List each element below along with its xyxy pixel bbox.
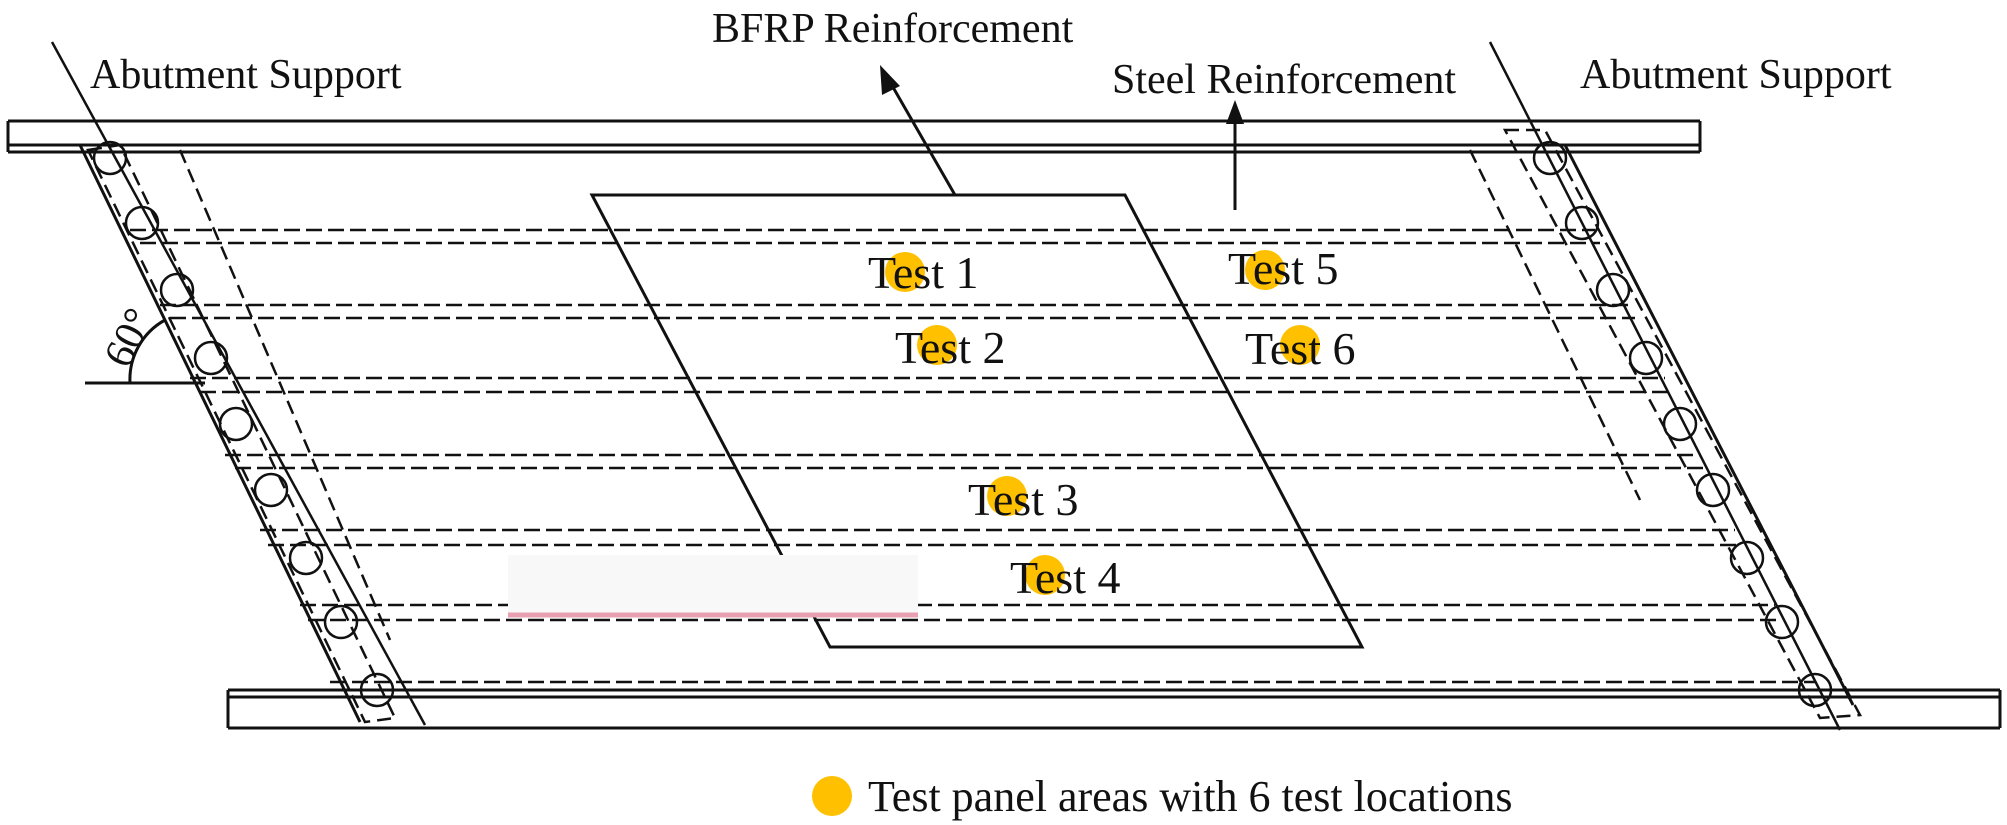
bolt-circle: [92, 140, 128, 176]
test-6-marker: [1280, 325, 1320, 365]
highlight-band: [508, 555, 918, 615]
angle-label: 60°: [96, 301, 163, 374]
deck-outline: [78, 143, 1855, 723]
legend-text: Test panel areas with 6 test locations: [868, 772, 1513, 821]
abutment-skew-lines: [50, 41, 1842, 731]
bolt-circle: [1729, 540, 1765, 576]
steel-label: Steel Reinforcement: [1112, 57, 1456, 103]
bolt-circle: [253, 472, 289, 508]
steel-arrow: [1226, 100, 1244, 210]
test-2-marker: [917, 325, 957, 365]
bolt-circle: [323, 604, 359, 640]
abutment-bands: [86, 128, 1863, 724]
bolt-circle: [288, 540, 324, 576]
test-4-label: Test 4: [1010, 552, 1121, 603]
bfrp-panel-region: [589, 193, 1365, 649]
bolt-circle: [218, 406, 254, 442]
reinforcement-bars: [130, 228, 1820, 699]
test-1-label: Test 1: [868, 247, 979, 298]
bolt-circle: [1764, 604, 1800, 640]
bolt-circle: [1628, 340, 1664, 376]
bolt-circle: [159, 272, 195, 308]
top-abutment-beam: [6, 119, 1702, 154]
bolt-circle: [1532, 140, 1568, 176]
bolt-circle: [1564, 205, 1600, 241]
bolt-circle: [1595, 272, 1631, 308]
test-6-label: Test 6: [1245, 323, 1356, 374]
bolt-circle: [124, 205, 160, 241]
test-3-marker: [987, 476, 1027, 516]
bolt-circle: [1662, 406, 1698, 442]
test-1-marker: [885, 252, 925, 292]
bfrp-label: BFRP Reinforcement: [712, 6, 1074, 52]
angle-marker: [85, 318, 205, 385]
test-5-label: Test 5: [1228, 243, 1339, 294]
bfrp-arrow: [880, 65, 957, 196]
test-markers: [885, 250, 1320, 595]
bolt-circle: [1797, 672, 1833, 708]
bolt-circle: [359, 672, 395, 708]
test-2-label: Test 2: [895, 322, 1006, 373]
test-4-marker: [1025, 555, 1065, 595]
bottom-abutment-beam: [226, 688, 2002, 730]
abutment-right-label: Abutment Support: [1580, 52, 1892, 98]
test-5-marker: [1245, 250, 1285, 290]
test-3-label: Test 3: [968, 474, 1079, 525]
abutment-left-label: Abutment Support: [90, 52, 402, 98]
legend-marker: [812, 776, 852, 816]
bolt-circle: [193, 340, 229, 376]
bolt-circle: [1695, 472, 1731, 508]
abutment-bolts: [92, 140, 1833, 708]
